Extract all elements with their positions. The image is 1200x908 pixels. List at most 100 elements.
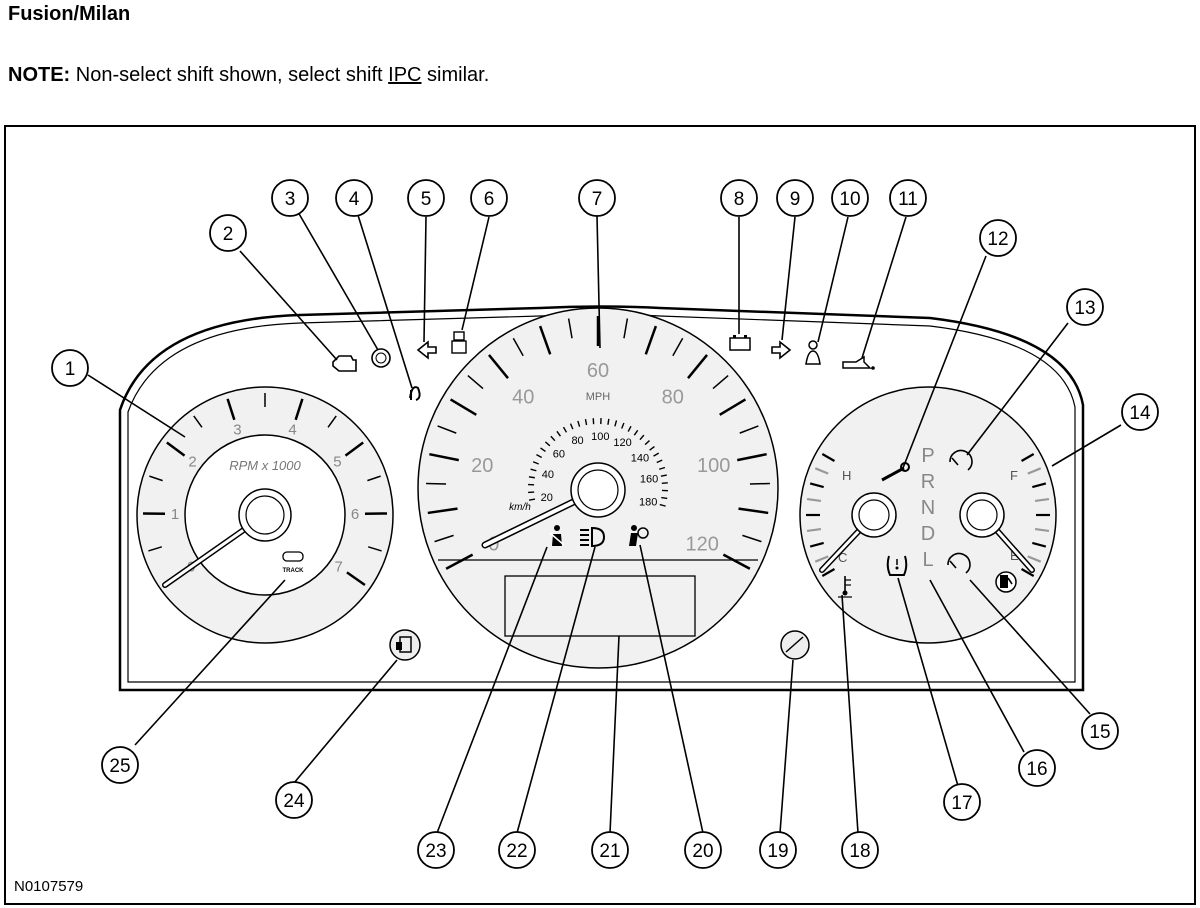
kmh-tick: [536, 454, 543, 459]
callout-number: 19: [767, 841, 788, 862]
speedo-tick: [719, 398, 747, 416]
callout-circle: [831, 179, 869, 217]
speedo-tick: [739, 425, 759, 434]
kmh-tick: [633, 429, 639, 436]
callout-number: 9: [790, 189, 801, 210]
kmh-tick: [627, 425, 632, 432]
speedo-tick: [538, 325, 552, 355]
fuel-tick-marks: [1020, 453, 1050, 577]
tach-unit-label: RPM x 1000: [229, 458, 301, 473]
temp-hot-label: H: [842, 468, 851, 483]
door-ajar-icon: [409, 386, 421, 401]
speedo-tick: [623, 318, 629, 339]
speedometer: 020406080100120 MPH 20406080100120140160…: [417, 307, 779, 669]
fuel-full-label: F: [1010, 468, 1018, 483]
callout-circle: [684, 831, 722, 869]
tach-tick: [149, 475, 163, 482]
callout-circle: [335, 179, 373, 217]
callout-circle: [498, 831, 536, 869]
trip-reset-button: [780, 630, 810, 660]
kmh-tick-label: 100: [591, 431, 609, 443]
callout-circle: [979, 219, 1017, 257]
traction-control-icon: TRACK: [282, 551, 305, 574]
tach-tick-label: 5: [333, 454, 341, 471]
charging-system-icon: [729, 335, 751, 351]
speedo-tick-label: 100: [697, 455, 730, 477]
speedo-tick: [426, 482, 447, 485]
callout-number: 15: [1089, 722, 1110, 743]
temp-tick-marks: [806, 453, 836, 577]
kmh-tick-label: 40: [542, 469, 554, 481]
callout-circle: [759, 831, 797, 869]
kmh-tick: [660, 474, 667, 477]
kmh-tick: [659, 503, 666, 507]
note-text-1: Non-select shift shown, select shift: [70, 64, 389, 86]
tire-pressure-icon: [886, 555, 908, 576]
figure-id: N0107579: [14, 878, 84, 895]
callout-circle: [578, 179, 616, 217]
callout-number: 5: [421, 189, 432, 210]
fuel-tick: [1032, 482, 1047, 489]
diagram-border: [4, 125, 1196, 905]
prndl-letter: L: [922, 549, 933, 571]
fuel-empty-label: E: [1010, 548, 1019, 563]
speedo-tick-label: 40: [512, 387, 534, 409]
speedo-tick: [644, 325, 658, 355]
callout-circle: [407, 179, 445, 217]
callout-leader-lines: [87, 211, 1122, 834]
speedo-tick: [742, 534, 762, 543]
tach-tick: [367, 546, 382, 552]
prndl-letter: D: [921, 523, 935, 545]
speedo-tick: [749, 482, 770, 485]
kmh-tick-label: 160: [640, 473, 658, 485]
oil-pressure-icon: [842, 355, 875, 370]
check-engine-icon: [332, 355, 357, 372]
tach-tick-label: 2: [188, 454, 196, 471]
kmh-tick-label: 120: [613, 437, 631, 449]
temp-tick: [806, 528, 822, 533]
tach-tick-label: 1: [171, 506, 179, 523]
callout-circle: [51, 349, 89, 387]
speedo-tick-label: 80: [662, 387, 684, 409]
prndl-letter: P: [921, 445, 934, 467]
kmh-tick-label: 180: [639, 496, 657, 508]
note-label: NOTE:: [8, 64, 71, 86]
tach-tick: [294, 398, 304, 421]
speedo-tick: [712, 374, 729, 390]
kmh-tick: [556, 430, 562, 437]
brake-warning-icon: [371, 348, 391, 368]
temp-cold-label: C: [838, 550, 847, 565]
kmh-unit-label: km/h: [509, 502, 531, 513]
tach-tick-label: 7: [335, 559, 343, 576]
temp-tick: [814, 467, 829, 475]
callout-number: 23: [425, 841, 446, 862]
tach-tick: [193, 415, 203, 428]
airbag-icon: [629, 525, 649, 546]
speed-control-icon: [949, 449, 973, 471]
speedo-tick: [429, 452, 460, 462]
callout-number: 13: [1074, 298, 1095, 319]
kmh-tick: [614, 420, 618, 427]
speedo-tick: [437, 425, 457, 434]
traction-label: TRACK: [283, 568, 305, 574]
anti-theft-icon: [451, 331, 467, 354]
low-fuel-icon: [995, 571, 1017, 593]
temp-tick: [814, 555, 829, 563]
tach-tick: [367, 475, 381, 482]
speedo-tick: [687, 354, 708, 379]
tach-tick: [148, 546, 163, 552]
right-turn-icon: [771, 340, 792, 360]
kmh-tick: [644, 440, 650, 446]
callout-number: 7: [592, 189, 603, 210]
callout-number: 20: [692, 841, 713, 862]
callout-number: 12: [987, 229, 1008, 250]
note-text: NOTE: Non-select shift shown, select shi…: [8, 64, 489, 87]
tach-tick-label: 4: [288, 421, 296, 438]
ipc-link[interactable]: IPC: [388, 64, 422, 86]
speedo-tick-label: 20: [471, 455, 493, 477]
callout-number: 21: [599, 841, 620, 862]
kmh-tick: [528, 498, 536, 501]
fuel-tick: [1032, 541, 1047, 548]
